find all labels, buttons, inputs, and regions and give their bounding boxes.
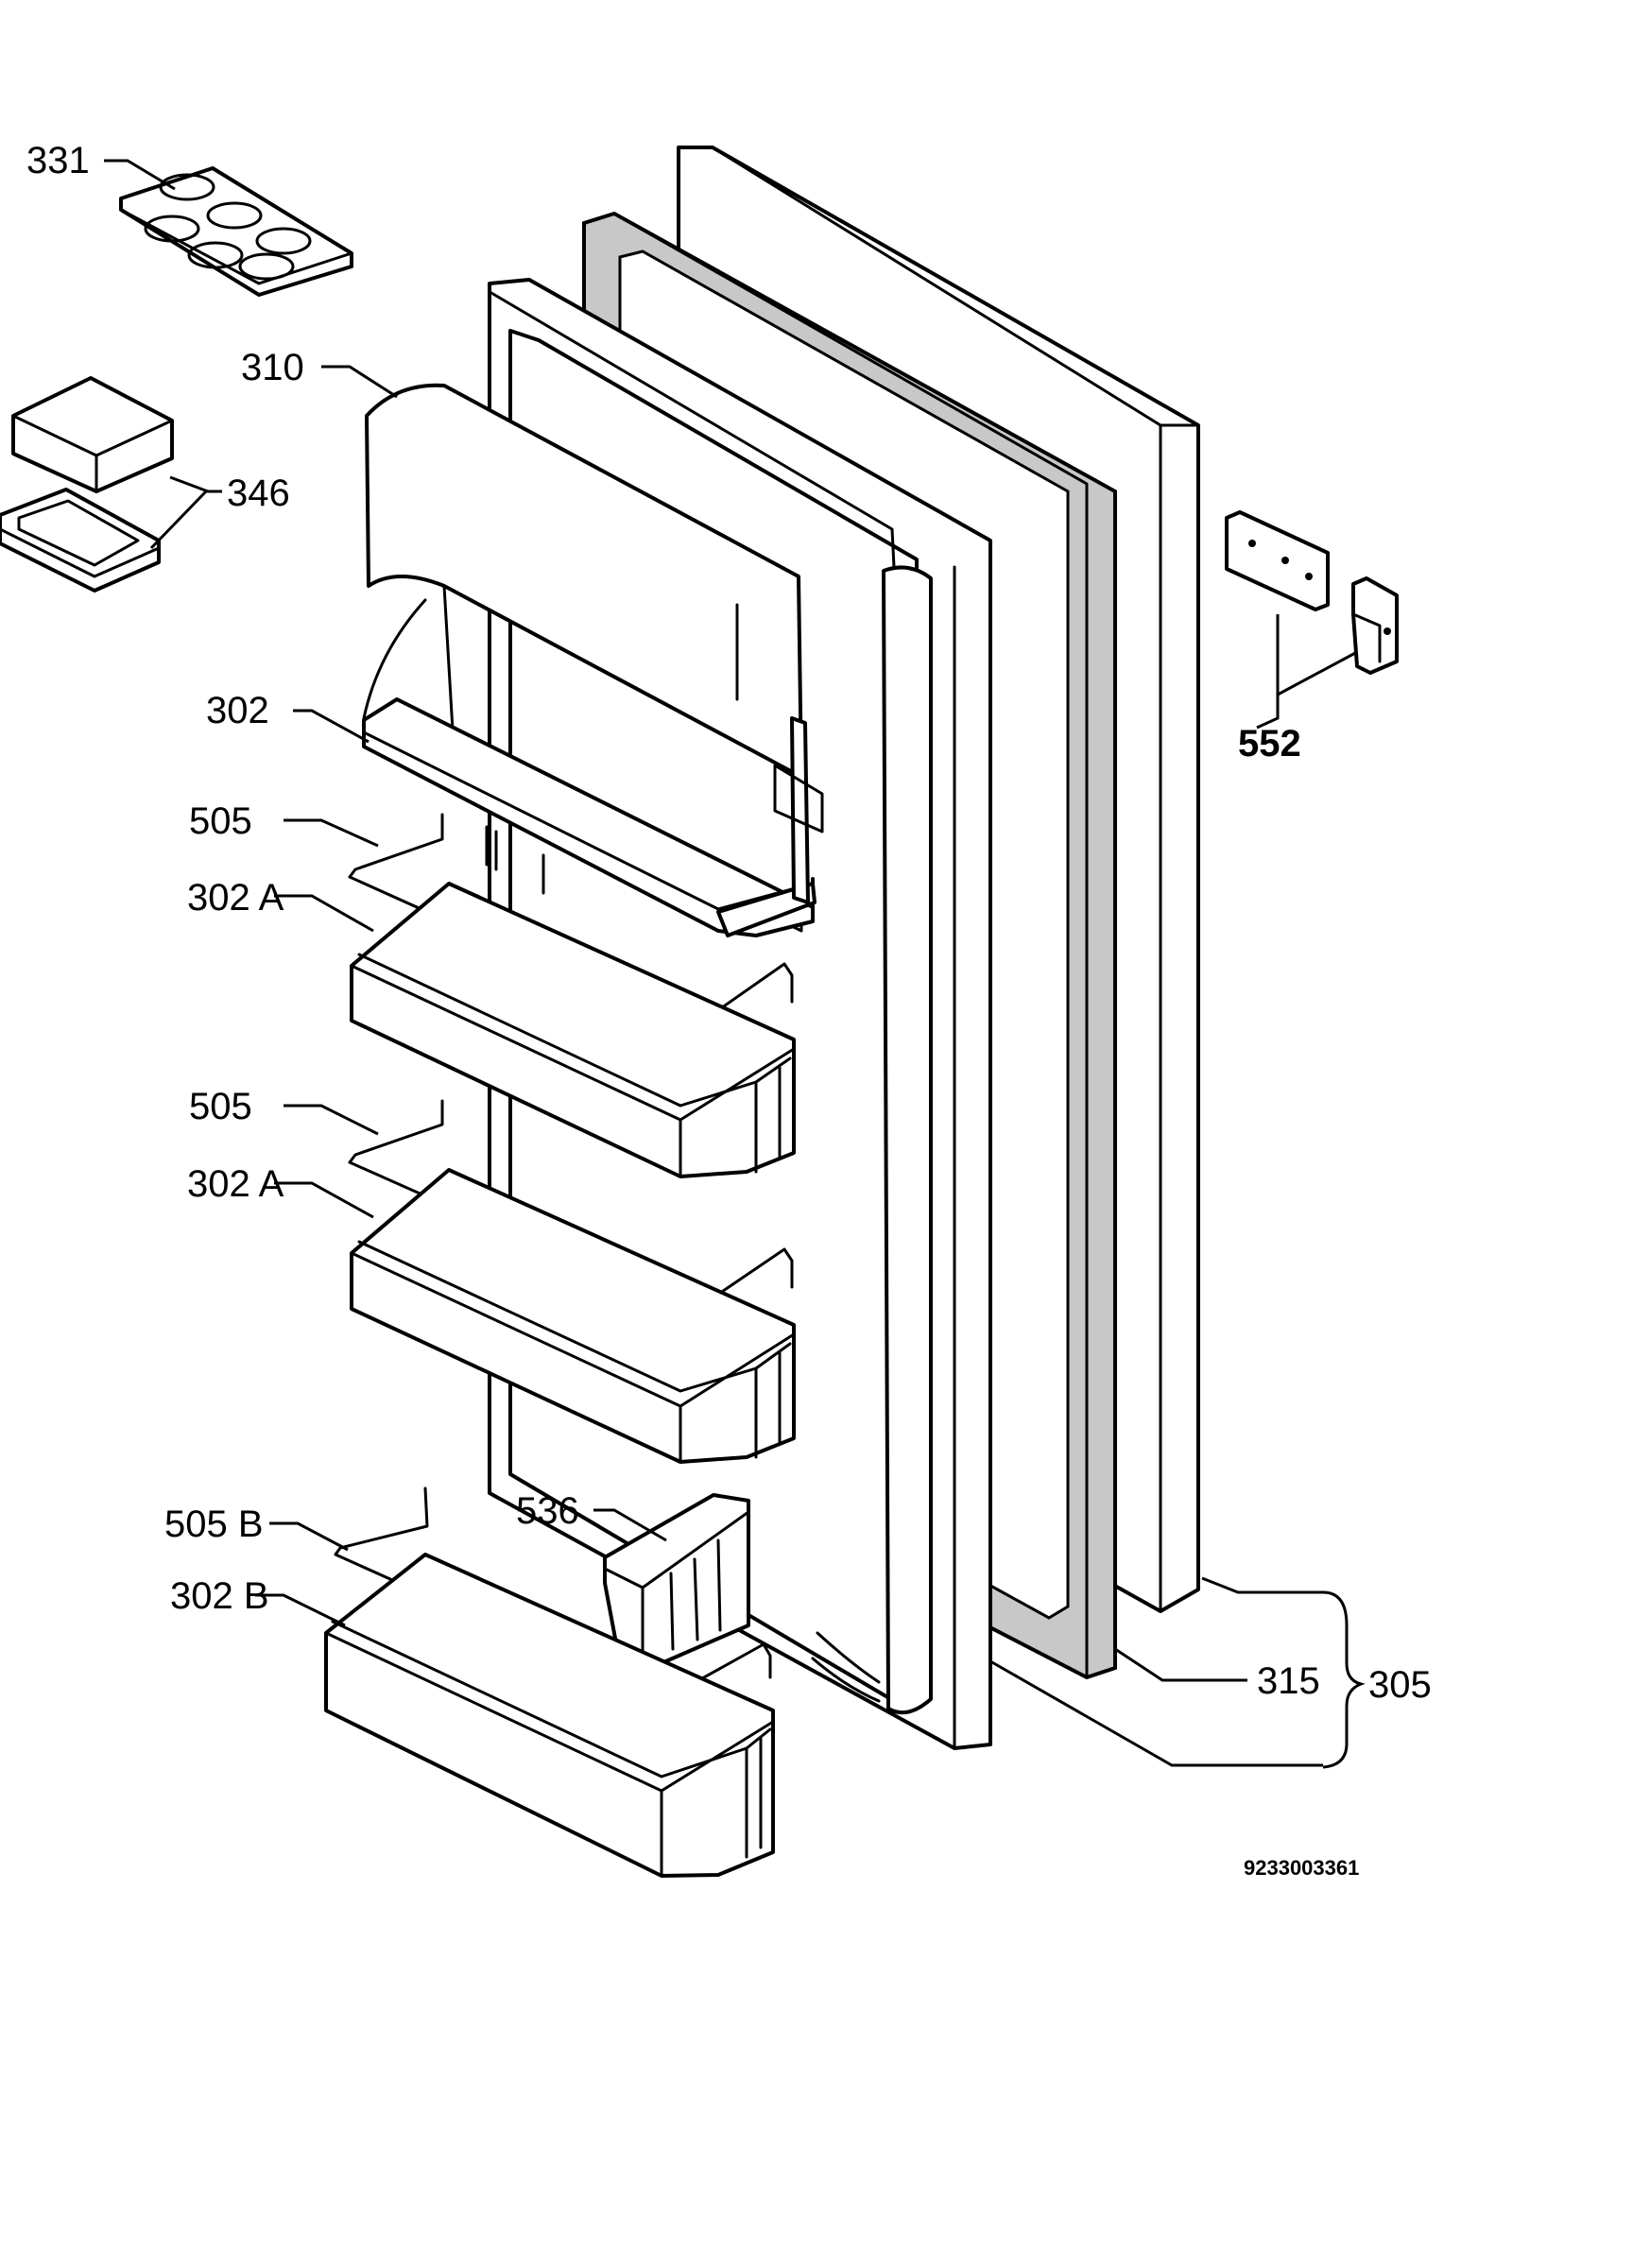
- egg-tray: [119, 166, 353, 297]
- label-505-upper: 505: [189, 800, 252, 842]
- document-number: 9233003361: [1244, 1856, 1359, 1880]
- label-315: 315: [1257, 1660, 1320, 1702]
- label-505b: 505 B: [164, 1503, 264, 1545]
- top-shelf: [362, 697, 824, 937]
- label-505-middle: 505: [189, 1086, 252, 1127]
- label-310: 310: [241, 347, 304, 388]
- shelf-upper: [350, 882, 796, 1178]
- label-302a-upper: 302 A: [187, 877, 284, 919]
- leader-lines: [104, 159, 1366, 1769]
- label-331: 331: [26, 140, 90, 181]
- label-302b: 302 B: [170, 1575, 269, 1617]
- shelf-lower: [324, 1553, 775, 1878]
- part-labels: 331 346 310 302 505 302 A 505 302 A 505 …: [26, 140, 1432, 1880]
- butter-dish: [0, 376, 174, 593]
- label-536: 536: [516, 1490, 579, 1532]
- bottle-holder: [603, 1493, 750, 1665]
- label-302a-middle: 302 A: [187, 1163, 284, 1205]
- shelf-middle: [350, 1168, 796, 1464]
- hinge-brackets: [1225, 510, 1399, 675]
- label-346: 346: [227, 472, 290, 514]
- label-552: 552: [1238, 723, 1301, 765]
- label-302: 302: [206, 690, 269, 731]
- label-305: 305: [1368, 1664, 1432, 1706]
